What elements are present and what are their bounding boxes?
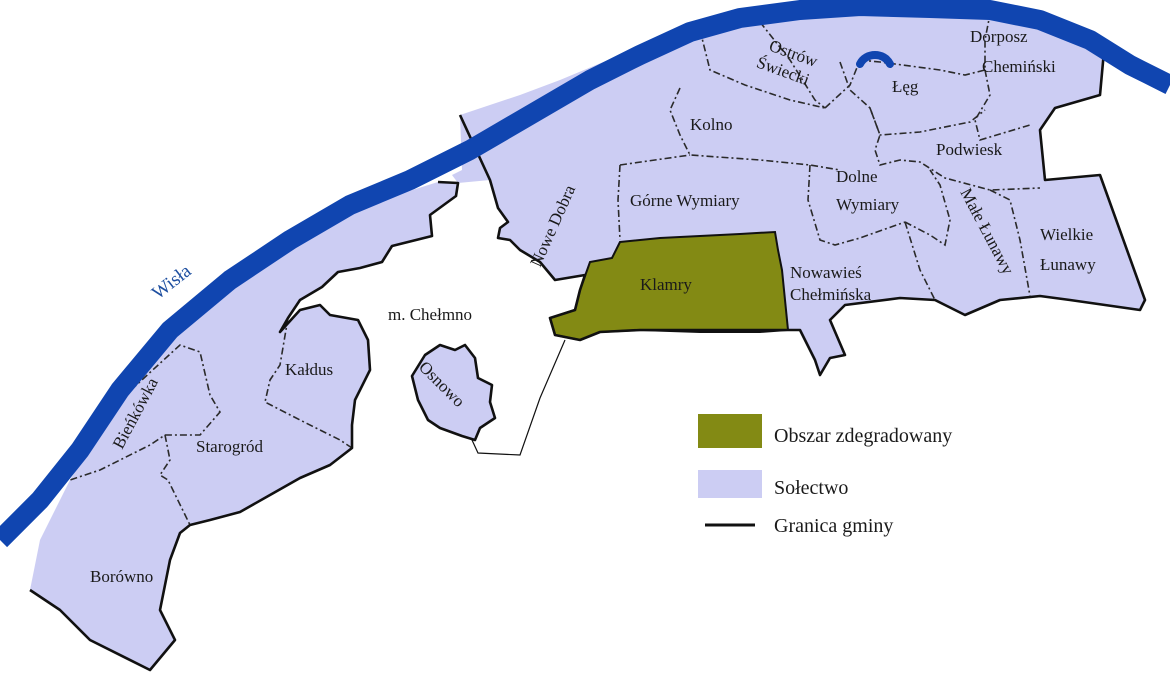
municipality-south-block	[30, 182, 458, 670]
legend-label-degraded: Obszar zdegradowany	[774, 425, 952, 447]
river-label: Wisła	[148, 260, 196, 304]
legend-label-solectwo: Sołectwo	[774, 477, 848, 499]
municipality-osnowo	[412, 345, 495, 440]
village-label-gorne-wymiary: Górne Wymiary	[630, 191, 740, 210]
village-borders-south	[69, 317, 353, 526]
river-spur	[856, 51, 894, 68]
city-boundary-thin	[471, 339, 566, 456]
village-label-dorposz-chelminski: Dorposz Chemiński	[970, 27, 1056, 76]
village-label-starogrod: Starogród	[196, 437, 264, 456]
village-label-nowawies-chelminska: Nowawieś Chełmińska	[790, 263, 872, 304]
village-label-kolno: Kolno	[690, 115, 733, 134]
municipality-borders	[29, 39, 1147, 672]
village-label-kaldus: Kałdus	[285, 360, 333, 379]
village-label-klamry: Klamry	[640, 275, 692, 294]
village-label-wielkie-lunawy: Wielkie Łunawy	[1040, 225, 1097, 274]
legend-swatch-solectwo	[698, 470, 762, 498]
village-label-podwiesk: Podwiesk	[936, 140, 1003, 159]
legend-label-border: Granica gminy	[774, 515, 893, 537]
municipality	[30, 12, 1145, 670]
legend: Obszar zdegradowany Sołectwo Granica gmi…	[698, 414, 952, 537]
legend-swatch-degraded	[698, 414, 762, 448]
village-label-dolne-wymiary: Dolne Wymiary	[836, 167, 900, 214]
village-label-leg: Łęg	[892, 77, 919, 96]
river-wisla	[0, 0, 1170, 548]
village-borders	[617, 13, 1041, 301]
village-label-borowno: Borówno	[90, 567, 153, 586]
city-label: m. Chełmno	[388, 305, 472, 324]
